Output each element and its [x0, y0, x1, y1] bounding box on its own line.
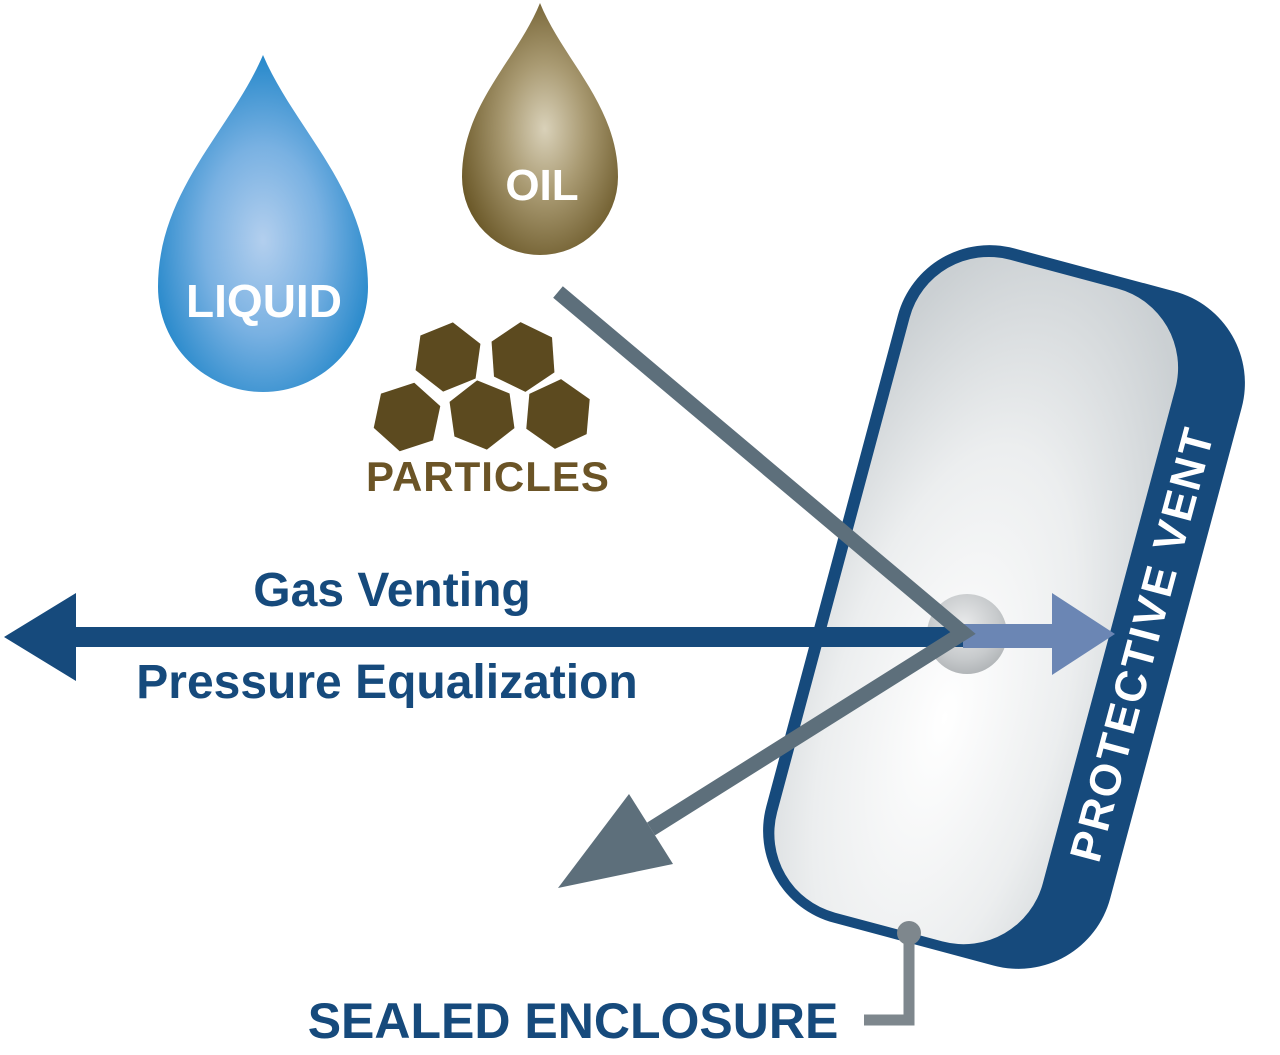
- particle-hexagon: [415, 322, 481, 392]
- gas-venting-arrow: [4, 593, 963, 681]
- sealed-enclosure-label: SEALED ENCLOSURE: [308, 993, 839, 1049]
- particles-group: [373, 322, 590, 452]
- oil-drop: [462, 3, 618, 255]
- sealed-enclosure-callout-line: [864, 933, 915, 1026]
- deflected-arrowhead: [558, 794, 673, 888]
- particle-hexagon: [526, 379, 590, 449]
- liquid-drop: [158, 55, 368, 392]
- pressure-equalization-label: Pressure Equalization: [136, 656, 638, 709]
- particle-hexagon: [449, 380, 515, 450]
- liquid-label: LIQUID: [186, 275, 342, 327]
- gas-venting-label: Gas Venting: [253, 564, 530, 617]
- vent-outflow-arrow: [963, 593, 1115, 675]
- deflected-particle-path: [553, 286, 976, 836]
- particles-label: PARTICLES: [366, 453, 610, 500]
- sealed-enclosure-box: PROTECTIVE VENT: [763, 245, 1245, 969]
- sealed-enclosure-callout-dot: [897, 921, 921, 945]
- oil-label: OIL: [505, 161, 578, 210]
- particle-hexagon: [491, 322, 555, 392]
- particle-hexagon: [373, 382, 441, 452]
